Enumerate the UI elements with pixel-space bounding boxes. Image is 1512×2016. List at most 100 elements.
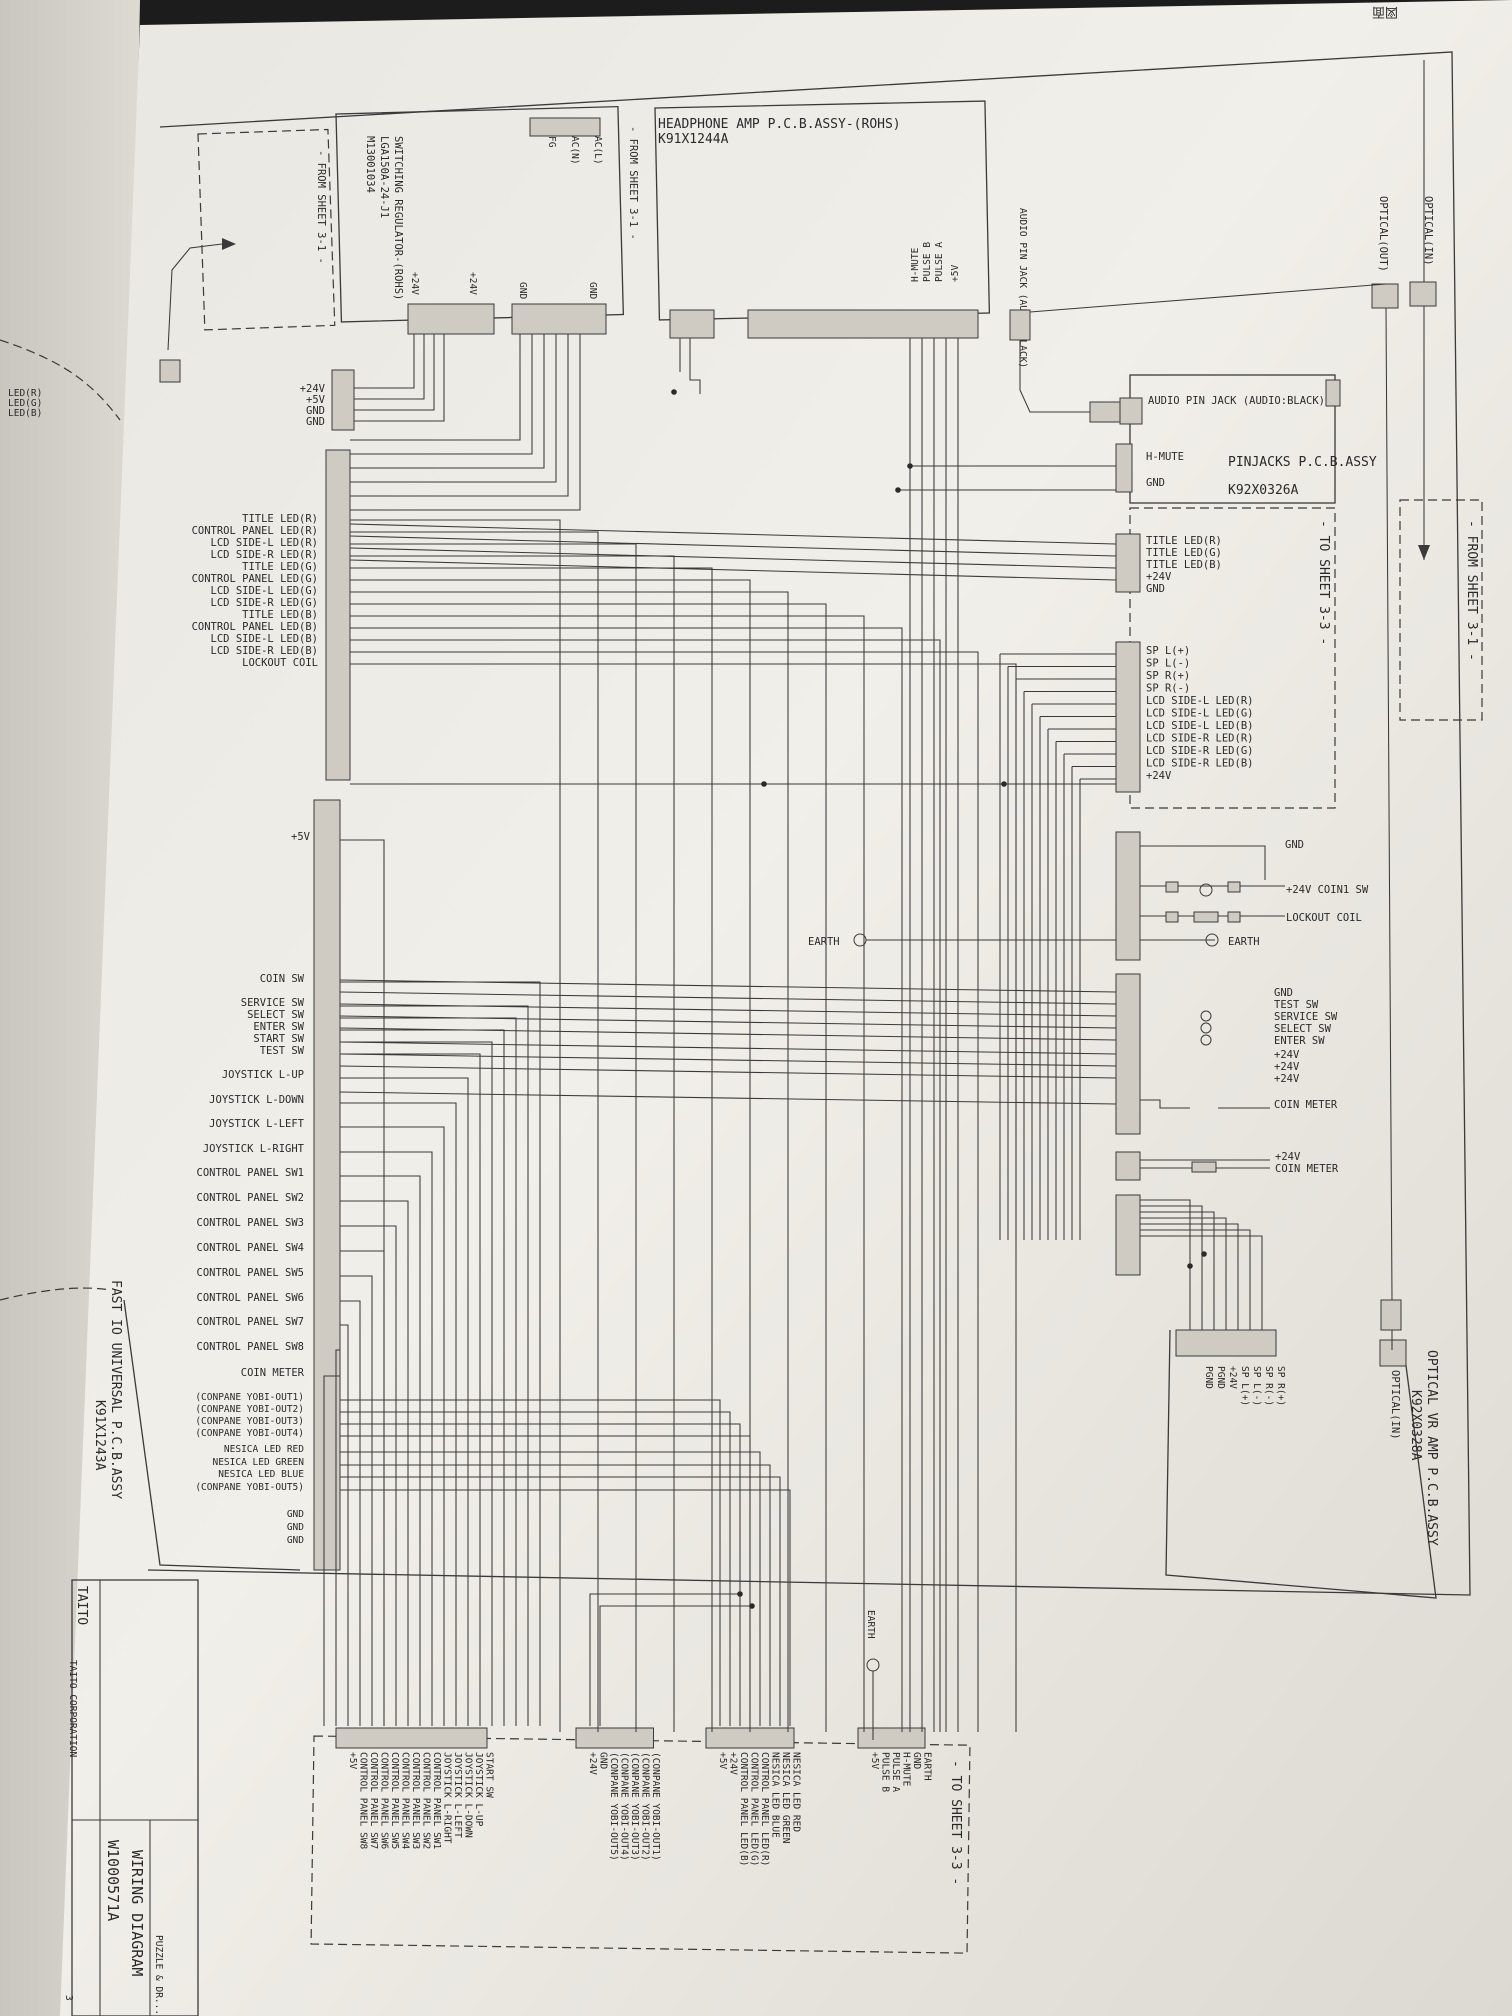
io-plus5: +5V [291,831,311,843]
from-sheet-left-label: - FROM SHEET 3-1 - [315,150,327,264]
bottom-u-1: GND [598,1752,609,1769]
wire [1140,1229,1251,1330]
audio-jack-label: AUDIO PIN JACK (AUDIO:BLACK) [1017,208,1028,368]
led-label-1: CONTROL PANEL LED(R) [192,525,318,537]
bottom-n-1: +24V [728,1752,739,1775]
left-frag-1: LED(R) [8,388,42,399]
amp-pin-2: SP L(-) [1251,1366,1262,1406]
wire [340,1029,505,1726]
right-led-4: GND [1146,583,1165,595]
right-sp-6: LCD SIDE-L LED(B) [1146,720,1253,732]
reg-v3: GND [517,282,528,299]
sw-label-7: +24V [1274,1073,1300,1085]
wire [1007,665,1116,1240]
led-label-0: TITLE LED(R) [242,513,318,525]
wire [340,839,385,1726]
coin-meter2: +24V COIN METER [1140,1151,1339,1175]
junction-dot [907,463,913,469]
bottom-k-4: CONTROL PANEL SW5 [389,1752,400,1849]
wire [350,334,569,497]
wire [340,1300,361,1726]
wire-bundle [323,334,1393,1732]
bottom-v-3: H-MUTE [901,1752,912,1787]
led-label-2: LCD SIDE-L LED(R) [211,537,318,549]
wire [350,334,545,469]
wire [340,1489,791,1726]
led-label-3: LCD SIDE-R LED(R) [211,549,318,561]
wire [340,1225,397,1726]
bottom-v-0: +5V [869,1752,880,1769]
bottom-k-13: START SW [484,1752,495,1798]
wire [354,334,445,422]
hp-pin-pulsea: PULSE A [934,242,945,282]
sw-label-8: COIN METER [1274,1099,1338,1111]
arrow-icon [1418,545,1430,560]
pinjacks-title: PINJACKS P.C.B.ASSY [1228,455,1377,470]
bottom-u-2: (CONPANE YOBI-OUT5) [608,1752,619,1861]
to-sheet-right-box: - TO SHEET 3-3 - [1115,507,1336,809]
pinjacks-gnd: GND [1146,477,1165,489]
pinjacks-jack-label: AUDIO PIN JACK (AUDIO:BLACK) [1148,395,1325,407]
switching-regulator-part: LGA150A-24-J1 [378,136,390,218]
junction-dot [737,1591,743,1597]
wire [999,653,1116,1240]
wire [340,1126,445,1726]
sw-label-5: +24V [1274,1049,1300,1061]
wire [335,1349,340,1726]
switch-icon [1199,883,1213,897]
reg-ac-l: AC(L) [592,136,603,165]
title-product: PUZZLE & DR... [153,1935,164,2015]
wire [323,1375,340,1726]
left-page-fragments: LED(R) LED(G) LED(B) [0,339,121,1301]
wire [1063,753,1116,1240]
right-sp-8: LCD SIDE-R LED(G) [1146,745,1253,757]
wire [1079,778,1116,1240]
reg-v2: +24V [467,272,478,295]
right-sp-labels: SP L(+)SP L(-)SP R(+)SP R(-)LCD SIDE-L L… [1146,645,1253,782]
led-label-12: LOCKOUT COIL [242,657,318,669]
wire [339,1065,1117,1079]
wire [340,1275,373,1726]
from-sheet-left-box: - FROM SHEET 3-1 - [159,128,336,383]
bottom-connector-v [857,1727,926,1749]
led-label-9: CONTROL PANEL LED(B) [192,621,318,633]
wire [1140,1211,1215,1330]
led-label-4: TITLE LED(G) [242,561,318,573]
led-label-6: LCD SIDE-L LED(G) [211,585,318,597]
pw-gnd1: GND [306,405,325,417]
bottom-n-0: +5V [717,1752,728,1769]
switching-regulator: SWITCHING REGULATOR-(ROHS) LGA150A-24-J1… [335,105,625,335]
io-label-10: CONTROL PANEL SW1 [197,1167,304,1179]
wire [350,334,521,441]
title-block: TAITO TAITO CORPORATION W1000571A WIRING… [63,1579,199,2016]
from-sheet-top: - FROM SHEET 3-1 - [627,126,639,240]
pinjacks-pcb: AUDIO PIN JACK (AUDIO:BLACK) H-MUTE GND … [1115,374,1377,504]
io-label-17: CONTROL PANEL SW8 [197,1341,304,1353]
wire [350,615,865,1732]
junction-dot [671,389,677,395]
headphone-amp-part: K91X1244A [658,132,729,147]
to-sheet-bottom-label: - TO SHEET 3-3 - [948,1760,963,1885]
sw-label-1: TEST SW [1274,999,1319,1011]
right-led-labels: TITLE LED(R)TITLE LED(G)TITLE LED(B)+24V… [1146,535,1222,595]
wire [1039,715,1116,1240]
io-label-18: COIN METER [241,1367,305,1379]
wire [354,334,435,411]
amp-pin-0: SP R(+) [1275,1366,1286,1406]
right-sp-3: SP R(-) [1146,683,1190,695]
wire [1140,1223,1239,1330]
wire [339,991,1117,1005]
optical-amp-in: OPTICAL(IN) [1389,1370,1401,1440]
io-label-0: COIN SW [260,973,305,985]
bottom-n-6: NESICA LED GREEN [780,1752,791,1844]
earth-bottom: EARTH [865,1610,880,1740]
fast-io-part: K91X1243A [92,1400,107,1471]
right-led-0: TITLE LED(R) [1146,535,1222,547]
wire [349,535,1117,557]
io-label-16: CONTROL PANEL SW7 [197,1316,304,1328]
coin-meter2-v: +24V [1275,1151,1301,1163]
io-label-9: JOYSTICK L-RIGHT [203,1143,305,1155]
bottom-k-12: JOYSTICK L-UP [473,1752,484,1827]
